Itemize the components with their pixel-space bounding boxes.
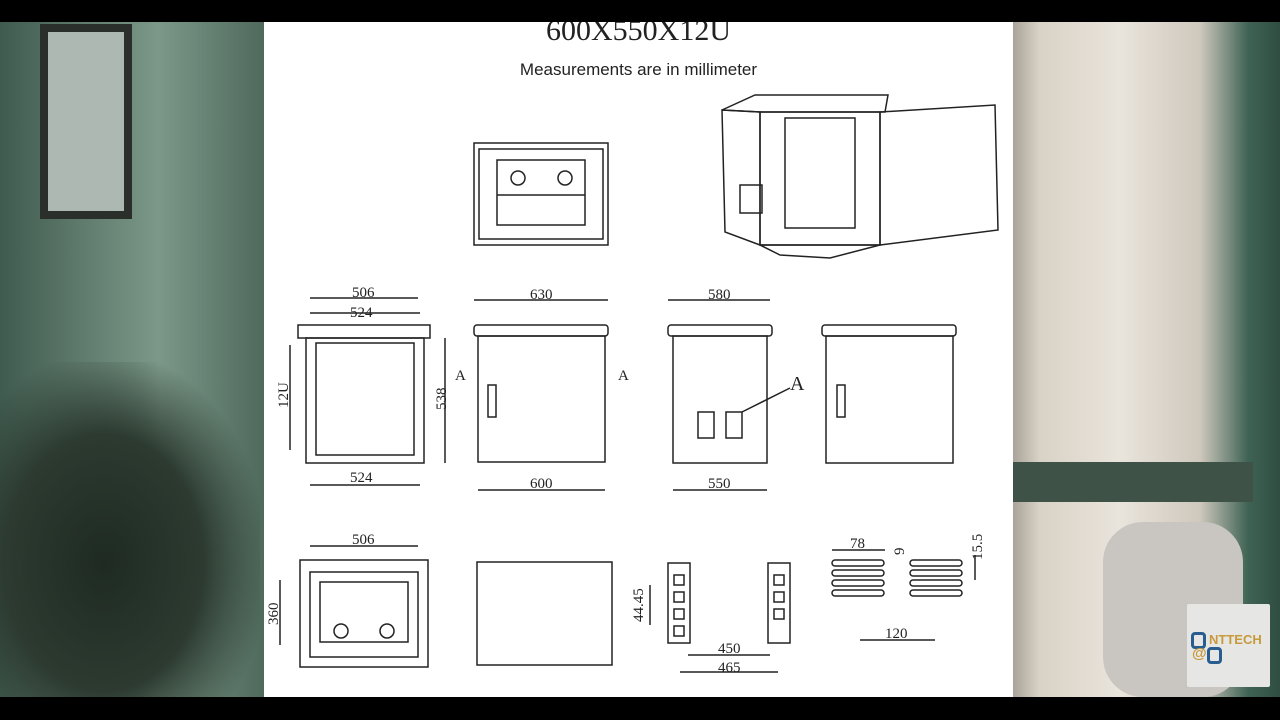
dim-9: 9 — [892, 548, 908, 556]
letterbox-bottom — [0, 697, 1280, 720]
isometric-view — [721, 94, 999, 259]
dim-524-bottom: 524 — [350, 470, 373, 486]
wall-picture — [40, 24, 132, 219]
rail-detail — [649, 562, 791, 673]
section-a-left: A — [455, 368, 466, 384]
front-view — [473, 299, 609, 491]
top-view — [473, 142, 609, 246]
front-open-view — [289, 297, 446, 486]
dim-12u: 12U — [276, 382, 292, 408]
units-note: Measurements are in millimeter — [519, 60, 758, 79]
dim-120: 120 — [885, 626, 908, 642]
dim-506-top: 506 — [352, 285, 375, 301]
background-room-right — [1013, 22, 1280, 697]
dim-600: 600 — [530, 476, 553, 492]
dim-506-bottom: 506 — [352, 532, 375, 548]
window-sill — [1013, 462, 1253, 502]
callout-a: A — [790, 373, 805, 395]
nttech-watermark-logo: NTTECH @ — [1187, 604, 1270, 687]
section-a-right: A — [618, 368, 629, 384]
dim-44-45: 44.45 — [631, 588, 647, 622]
logo-at: @ — [1192, 645, 1207, 662]
background-room-left — [0, 22, 264, 697]
plate-view — [476, 561, 613, 666]
drawing-svg: 506 524 524 12U 538 A 630 600 A 580 550 … — [266, 94, 999, 676]
dim-524-top: 524 — [350, 305, 373, 321]
dim-550: 550 — [708, 476, 731, 492]
dim-15-5: 15.5 — [970, 534, 986, 560]
side-view — [667, 299, 791, 491]
plant — [0, 362, 260, 697]
logo-brand: NTTECH — [1209, 632, 1262, 647]
logo-ring-icon — [1191, 632, 1206, 649]
vent-detail — [831, 549, 976, 641]
logo-ring-icon — [1207, 647, 1222, 664]
dim-360: 360 — [266, 603, 282, 626]
dim-78: 78 — [850, 536, 865, 552]
model-title: 600X550X12U — [546, 22, 731, 47]
back-view — [821, 324, 957, 464]
dim-630: 630 — [530, 287, 553, 303]
dim-465: 465 — [718, 660, 741, 676]
bottom-view — [279, 545, 429, 668]
dim-538: 538 — [434, 388, 450, 411]
letterbox-top — [0, 0, 1280, 22]
dim-580: 580 — [708, 287, 731, 303]
dim-450: 450 — [718, 641, 741, 657]
technical-drawing: 600X550X12U Measurements are in millimet… — [264, 22, 1013, 697]
